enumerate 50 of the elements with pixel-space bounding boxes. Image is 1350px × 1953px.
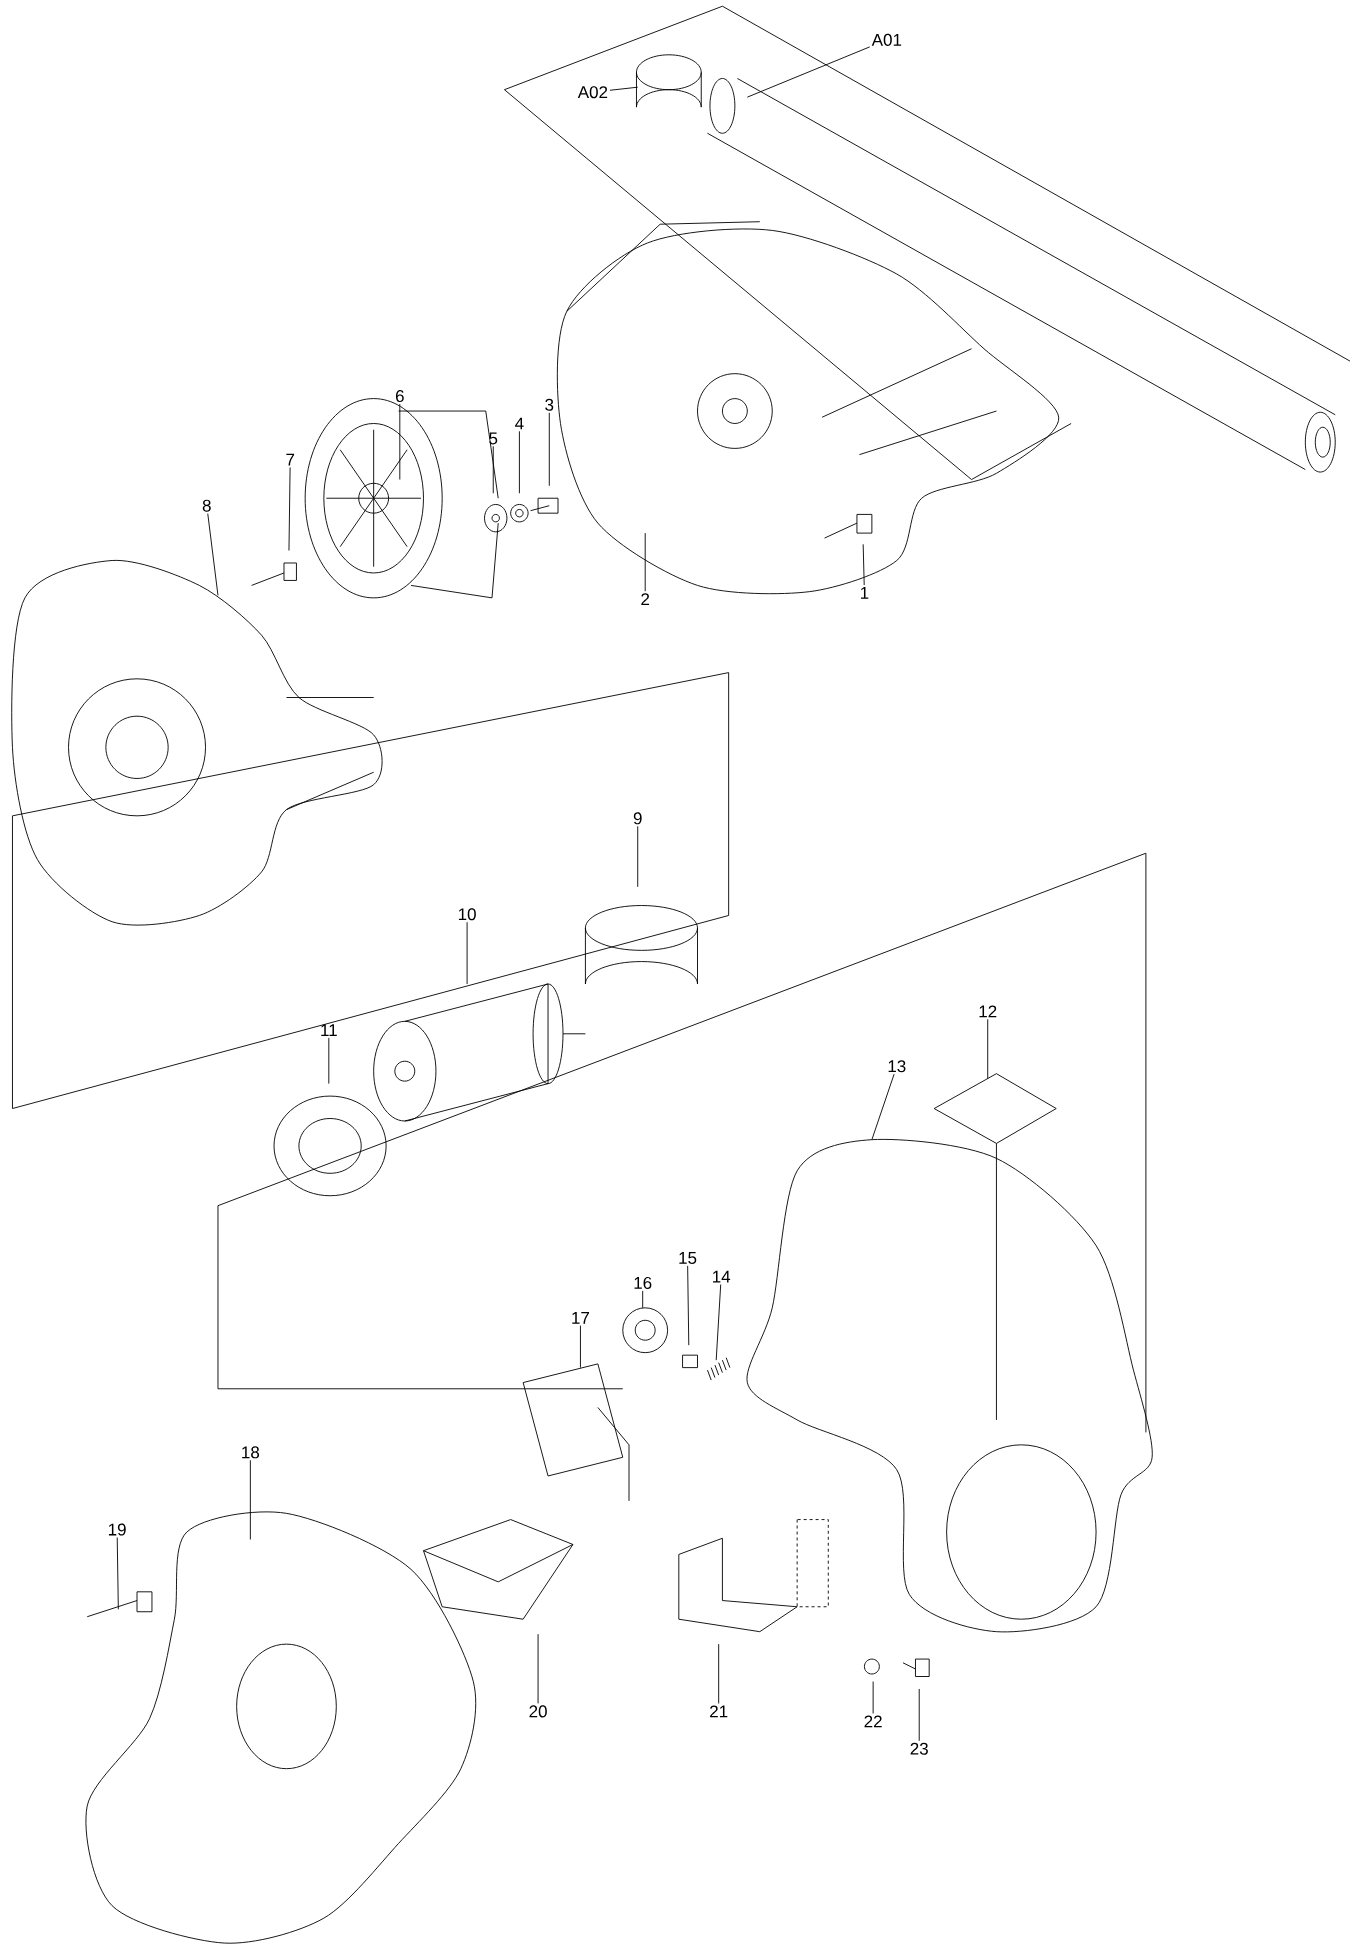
leader-line: [207, 513, 219, 596]
callout-number: A02: [577, 86, 608, 99]
leader-line: [637, 825, 639, 888]
callout-number: 11: [321, 1024, 337, 1036]
callout-number: 17: [572, 1311, 589, 1324]
callout-number: 16: [634, 1276, 652, 1289]
callout-number: 5: [489, 432, 498, 445]
callout-number: 10: [458, 908, 476, 921]
callout-number: 14: [712, 1270, 731, 1283]
leader-line: [687, 1265, 690, 1346]
leader-line: [116, 1537, 119, 1610]
callout-number: 8: [202, 499, 211, 512]
leader-line: [537, 1633, 539, 1704]
leader-line: [987, 1018, 989, 1080]
callout-number: 22: [864, 1715, 882, 1728]
callout-number: 23: [910, 1742, 928, 1755]
leader-line: [399, 403, 401, 480]
callout-number: 6: [395, 390, 404, 403]
callout-number: 3: [545, 398, 554, 411]
leader-line: [642, 1290, 644, 1309]
leader-line: [579, 1325, 581, 1369]
leader-line: [746, 46, 871, 98]
leader-line: [644, 532, 646, 592]
leader-line: [328, 1037, 330, 1085]
callout-number: 4: [515, 417, 524, 430]
leader-line: [492, 445, 494, 494]
leader-line: [872, 1681, 874, 1714]
callout-number: 21: [710, 1705, 728, 1718]
callout-number: 12: [979, 1005, 997, 1018]
leader-line: [249, 1459, 251, 1540]
callout-number: 9: [633, 812, 642, 825]
callout-number: 2: [641, 593, 649, 606]
callout-number: A01: [871, 33, 902, 46]
leader-line: [718, 1643, 720, 1704]
callout-number: 20: [529, 1705, 547, 1718]
callout-number: 7: [286, 453, 294, 466]
callout-number: 19: [108, 1523, 126, 1536]
leader-line: [518, 430, 520, 494]
leader-line: [862, 543, 865, 586]
leader-line: [715, 1284, 722, 1361]
leader-line: [548, 412, 550, 487]
leader-line: [466, 921, 468, 985]
leader-line: [288, 466, 291, 551]
callout-number: 15: [679, 1252, 697, 1264]
leader-line: [609, 86, 639, 91]
leader-line: [871, 1073, 895, 1141]
callout-number: 18: [242, 1446, 259, 1459]
leader-line: [918, 1688, 920, 1742]
callout-number: 1: [860, 587, 869, 599]
callout-number: 13: [888, 1060, 906, 1073]
